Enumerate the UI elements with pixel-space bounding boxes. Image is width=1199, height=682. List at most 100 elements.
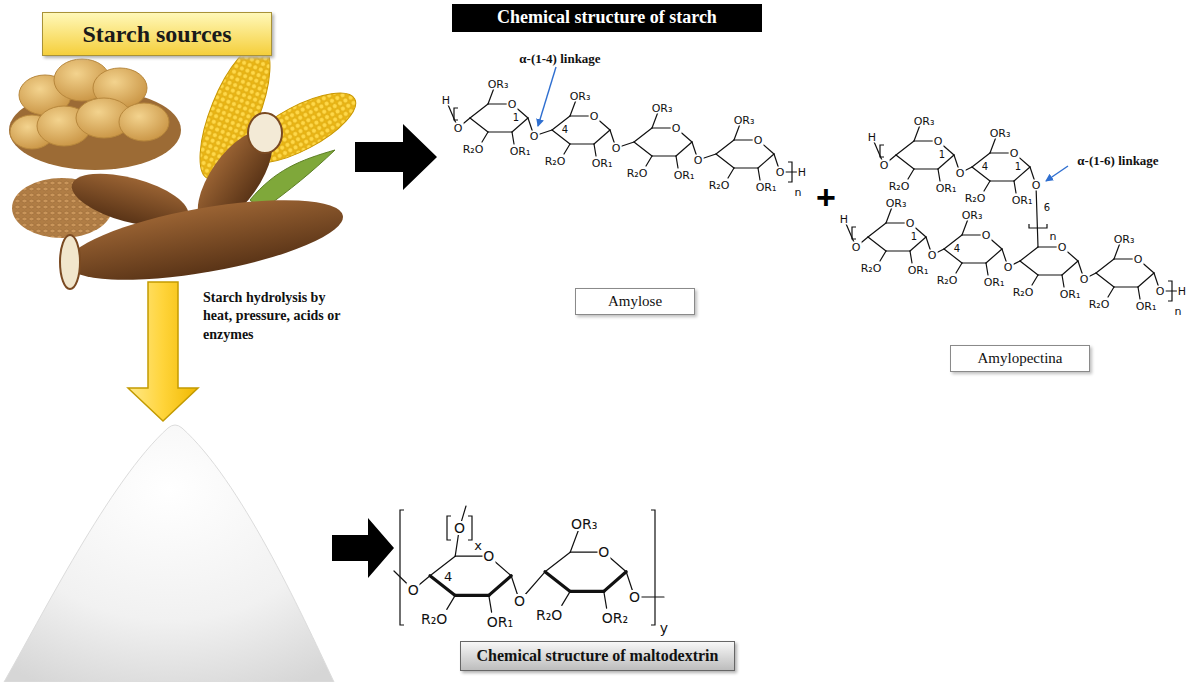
atom-label: OR₁ (1059, 289, 1082, 300)
box-text: Amylose (608, 293, 662, 310)
atom-label: OR₃ (989, 128, 1012, 139)
atom-label: OR₃ (651, 103, 674, 114)
chemical-bond (880, 251, 886, 261)
atom-label: OR₁ (935, 183, 958, 194)
title-banner: Starch sources (42, 12, 272, 56)
chemical-bond (886, 250, 910, 251)
repeat-index: n (1174, 306, 1183, 317)
structure-caption: Chemical structure of maltodextrin (460, 641, 735, 671)
chemical-bond (1014, 181, 1016, 193)
atom-label: O (513, 594, 526, 608)
atom-label: O (507, 99, 518, 110)
chemical-bond (447, 595, 455, 609)
atom-label: R₂O (860, 263, 883, 274)
chemical-bond (868, 237, 886, 251)
atom-label: OR₁ (1135, 301, 1158, 312)
atom-label: OR₁ (591, 158, 614, 169)
atom-label: OR₃ (961, 210, 984, 221)
chemical-bond (676, 156, 678, 168)
chemical-bond (1020, 261, 1038, 275)
atom-label: R₂O (626, 168, 649, 179)
polymer-bracket (852, 227, 856, 239)
chemical-bond (1036, 185, 1038, 247)
block-arrow (332, 518, 394, 578)
hydrolysis-arrow (128, 282, 198, 421)
powder-pile (4, 425, 334, 682)
chemical-bond (914, 168, 938, 169)
atom-label: R₂O (1088, 299, 1111, 310)
chemical-bond (634, 142, 652, 156)
chemical-bond (488, 131, 512, 132)
chemical-bond (1062, 275, 1064, 287)
chemical-bond (570, 590, 604, 593)
chemical-bond (1096, 259, 1114, 273)
chemical-bond (962, 262, 986, 263)
atom-label: R₂O (535, 608, 563, 622)
chemical-bond (1114, 286, 1138, 287)
cassava-cut (60, 235, 80, 289)
box-text: Chemical structure of starch (497, 8, 717, 28)
chemical-bond (652, 155, 676, 156)
chemical-bond (734, 167, 758, 168)
atom-label: O (905, 218, 916, 229)
atom-label: O (628, 590, 641, 604)
chemical-bond (570, 143, 594, 144)
starch-sources-photo (9, 36, 365, 296)
atom-label: OR₃ (1113, 234, 1136, 245)
polymer-bracket (454, 108, 458, 120)
linkage-pointer (538, 67, 556, 126)
chemical-bond (962, 219, 968, 235)
chemical-bond (455, 594, 489, 597)
position-number: 1 (910, 232, 918, 242)
position-number: 1 (512, 113, 520, 123)
chemical-bond (986, 249, 1002, 263)
repeat-index: y (659, 621, 669, 635)
position-number: 4 (443, 569, 453, 582)
process-note: Starch hydrolysis by heat, pressure, aci… (203, 289, 353, 344)
chemical-bond (594, 130, 610, 144)
chemical-bond (652, 112, 658, 128)
atom-label: O (775, 167, 786, 178)
atom-label: O (753, 135, 764, 146)
chemical-bond (604, 591, 607, 608)
atom-label: O (981, 230, 992, 241)
chemical-bond (938, 169, 940, 181)
chemical-bond (758, 154, 774, 168)
chemical-bond (896, 141, 914, 155)
linkage-label: α-(1-6) linkage (1076, 154, 1159, 167)
chemical-bond (758, 168, 760, 180)
polymer-bracket (400, 510, 404, 625)
chemical-bond (564, 144, 570, 154)
chemical-bond (716, 140, 734, 154)
box-text: Starch sources (82, 21, 231, 47)
atom-label: H (441, 95, 451, 106)
chemical-bond (914, 125, 920, 141)
atom-label: O (597, 545, 610, 559)
chemical-bond (990, 180, 1014, 181)
chemical-bond (1138, 287, 1140, 299)
chemical-bond (1038, 274, 1062, 275)
atom-label: O (927, 250, 938, 261)
chemical-bond (470, 104, 488, 118)
atom-label: O (933, 136, 944, 147)
chemical-bond (1138, 273, 1154, 287)
chemical-bond (482, 132, 488, 142)
chemical-bond (594, 144, 596, 156)
chemical-bond (1032, 275, 1038, 285)
atom-label: OR₁ (755, 182, 778, 193)
polymer-bracket (651, 510, 655, 625)
chemical-bond (570, 100, 576, 116)
atom-label: O (1133, 254, 1144, 265)
atom-label: OR₁ (673, 170, 696, 181)
atom-label: OR₃ (569, 91, 592, 102)
chemical-bond (1062, 261, 1078, 275)
chemical-bond (489, 576, 511, 596)
chemical-bond (728, 168, 734, 178)
chemical-bond (570, 530, 578, 552)
chemical-bond (956, 263, 962, 273)
polymer-bracket (1029, 224, 1047, 228)
atom-label: O (529, 131, 540, 142)
position-number: 4 (561, 125, 569, 135)
plus-sign: + (815, 180, 837, 214)
